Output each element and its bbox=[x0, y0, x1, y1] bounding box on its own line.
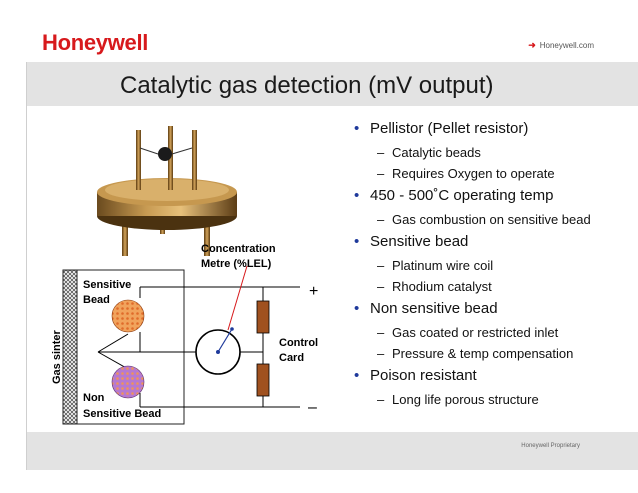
sensitive-bead bbox=[111, 299, 145, 333]
meter-label-line2: Metre (%LEL) bbox=[201, 258, 272, 270]
bullet-item: Non sensitive bead bbox=[348, 300, 628, 318]
sub-bullet-item: –Requires Oxygen to operate bbox=[377, 166, 555, 181]
footer-proprietary: Honeywell Proprietary bbox=[521, 443, 580, 449]
sub-bullet-item: –Long life porous structure bbox=[377, 392, 539, 407]
sub-bullet-item: –Rhodium catalyst bbox=[377, 279, 492, 294]
sub-bullet-text: Platinum wire coil bbox=[392, 258, 494, 273]
title-band bbox=[26, 62, 638, 106]
meter-pivot bbox=[216, 350, 220, 354]
non-sensitive-bead bbox=[111, 365, 145, 399]
slide-title: Catalytic gas detection (mV output) bbox=[120, 72, 494, 99]
site-link[interactable]: ➜ Honeywell.com bbox=[528, 40, 594, 51]
gas-sinter-label: Gas sinter bbox=[51, 329, 63, 384]
bullet-item: 450 - 500˚C operating temp bbox=[348, 187, 628, 205]
sensitive-bead-label: Sensitive bbox=[83, 279, 131, 291]
meter-needle-tip bbox=[230, 327, 234, 331]
bullet-item: Sensitive bead bbox=[348, 233, 628, 251]
arrow-right-icon: ➜ bbox=[528, 40, 536, 50]
gas-sinter bbox=[62, 269, 78, 425]
bullet-list: Pellistor (Pellet resistor) –Catalytic b… bbox=[348, 120, 628, 413]
sensor-housing bbox=[62, 269, 185, 425]
plus-sign: + bbox=[309, 283, 318, 300]
control-card-label: Control bbox=[279, 337, 318, 349]
sub-bullet-text: Long life porous structure bbox=[392, 392, 539, 407]
sub-bullet-text: Pressure & temp compensation bbox=[392, 346, 574, 361]
left-rule bbox=[26, 62, 27, 470]
sensitive-bead-wire bbox=[97, 333, 129, 353]
footer-band bbox=[26, 432, 638, 470]
sub-bullet-item: –Gas combustion on sensitive bead bbox=[377, 212, 591, 227]
resistor-top bbox=[256, 300, 270, 334]
non-sensitive-bead-wire bbox=[97, 351, 129, 370]
sub-bullet-item: –Catalytic beads bbox=[377, 145, 481, 160]
site-link-label[interactable]: Honeywell.com bbox=[539, 41, 594, 50]
sensitive-bead-label-line2: Bead bbox=[83, 294, 110, 306]
circuit-diagram: Gas sinter Sensitive Bead Non Sensitive … bbox=[51, 243, 318, 425]
sub-bullet-text: Gas coated or restricted inlet bbox=[392, 325, 559, 340]
non-sensitive-bead-label: Non bbox=[83, 392, 105, 404]
sub-bullet-item: –Platinum wire coil bbox=[377, 258, 494, 273]
sub-bullet-text: Gas combustion on sensitive bead bbox=[392, 212, 591, 227]
sub-bullet-text: Catalytic beads bbox=[392, 145, 481, 160]
pellistor-photo bbox=[97, 126, 237, 256]
meter-label: Concentration bbox=[201, 243, 276, 255]
honeywell-logo[interactable]: Honeywell bbox=[42, 30, 149, 55]
sub-bullet-text: Rhodium catalyst bbox=[392, 279, 492, 294]
control-card-label-line2: Card bbox=[279, 352, 304, 364]
meter-callout-line bbox=[227, 265, 248, 331]
resistor-bottom bbox=[256, 363, 270, 397]
non-sensitive-bead-label-line2: Sensitive Bead bbox=[83, 408, 161, 420]
meter-needle bbox=[217, 328, 233, 353]
sub-bullet-item: –Pressure & temp compensation bbox=[377, 346, 574, 361]
sub-bullet-item: –Gas coated or restricted inlet bbox=[377, 325, 559, 340]
bullet-item: Pellistor (Pellet resistor) bbox=[348, 120, 628, 138]
minus-sign: – bbox=[308, 399, 317, 416]
sub-bullet-text: Requires Oxygen to operate bbox=[392, 166, 555, 181]
bullet-item: Poison resistant bbox=[348, 367, 628, 385]
